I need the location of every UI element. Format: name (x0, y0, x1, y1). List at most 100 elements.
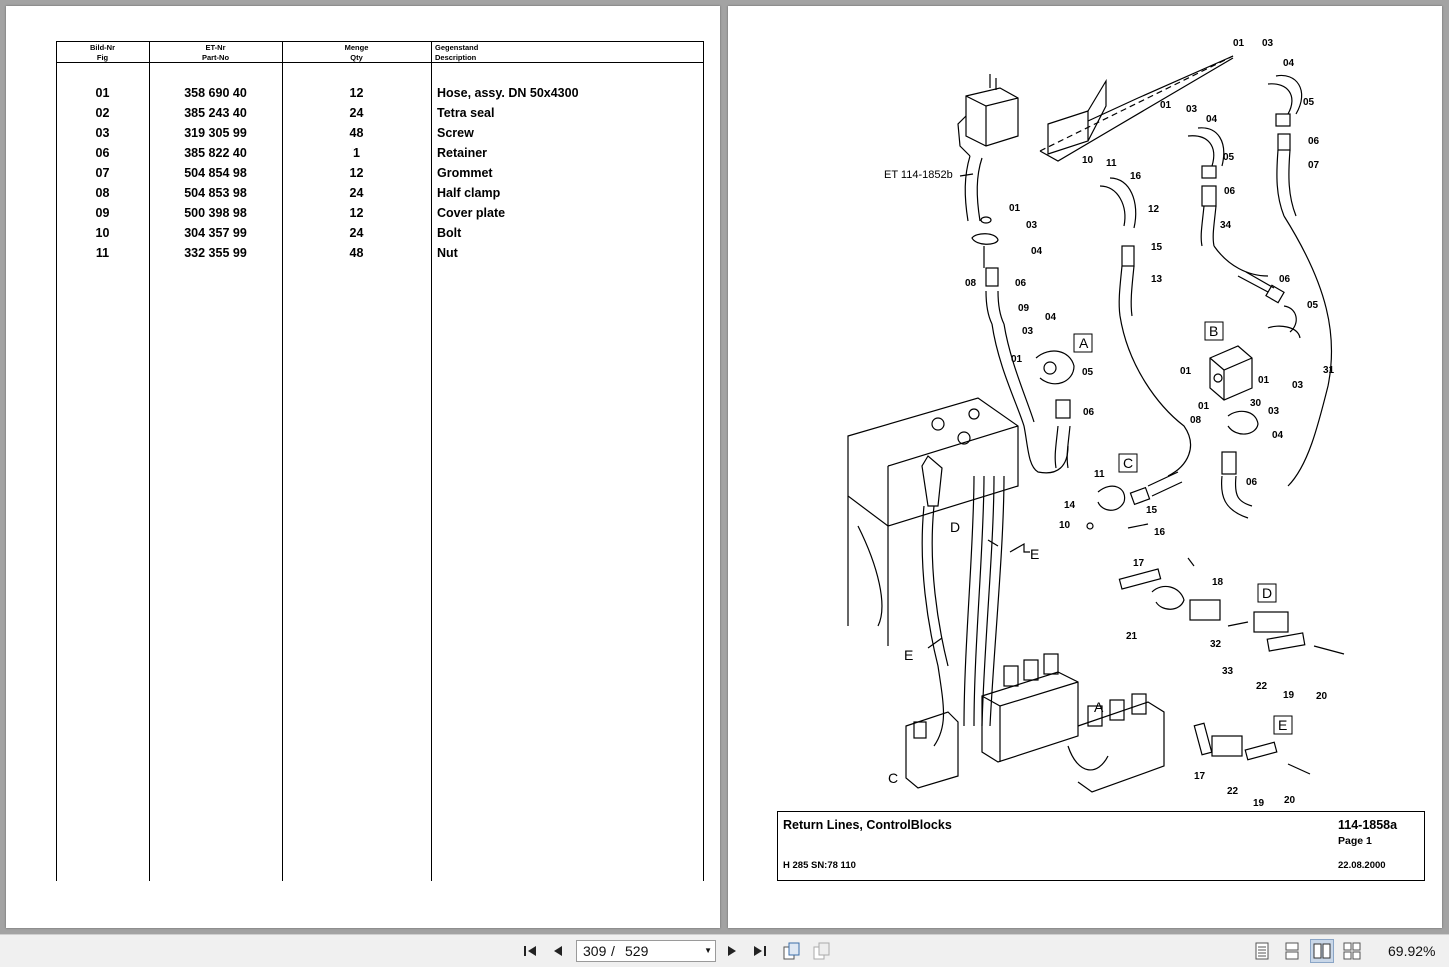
callout-number: 06 (1224, 186, 1236, 197)
callout-number: 22 (1227, 786, 1239, 797)
cell-desc: Cover plate (437, 206, 506, 220)
callout-number: 04 (1283, 58, 1295, 69)
title-block: Return Lines, ControlBlocks 114-1858a Pa… (777, 811, 1425, 881)
page-number-field[interactable]: 309 / 529 ▼ (576, 940, 716, 962)
cell-desc: Nut (437, 246, 458, 260)
rotate-alt-icon (813, 942, 830, 960)
cell-part: 319 305 99 (184, 126, 247, 140)
model-serial: H 285 SN:78 110 (783, 860, 856, 871)
continuous-view-button[interactable] (1280, 939, 1304, 963)
prev-page-button[interactable] (546, 939, 570, 963)
callout-number: 01 (1198, 401, 1210, 412)
callout-number: 11 (1106, 158, 1117, 169)
reference-label: ET 114-1852b (884, 169, 953, 181)
two-page-icon (1313, 943, 1331, 959)
callout-number: 01 (1009, 203, 1021, 214)
exploded-diagram: ET 114-1852b A B C D E A C D E E (847, 38, 1345, 809)
cell-desc: Hose, assy. DN 50x4300 (437, 86, 579, 100)
svg-text:B: B (1209, 323, 1218, 339)
cell-qty: 24 (349, 106, 364, 120)
callout-number: 32 (1210, 639, 1222, 650)
cell-desc: Half clamp (437, 186, 501, 200)
svg-text:A: A (1079, 335, 1089, 351)
svg-text:D: D (950, 519, 960, 535)
callout-number: 33 (1222, 666, 1234, 677)
table-row: 08 504 853 98 24 Half clamp (56, 183, 704, 203)
drawing-page: Page 1 (1338, 835, 1372, 847)
first-page-button[interactable] (518, 939, 542, 963)
callout-number: 04 (1031, 246, 1043, 257)
callout-number: 30 (1250, 398, 1262, 409)
cell-fig: 08 (95, 186, 110, 200)
last-page-button[interactable] (748, 939, 772, 963)
callout-number: 01 (1258, 375, 1270, 386)
two-page-continuous-view-button[interactable] (1340, 939, 1364, 963)
next-page-button[interactable] (720, 939, 744, 963)
callout-number: 04 (1206, 114, 1218, 125)
callout-number: 15 (1151, 242, 1163, 253)
svg-text:E: E (1278, 717, 1287, 733)
callout-number: 04 (1272, 430, 1284, 441)
callout-number: 05 (1307, 300, 1319, 311)
svg-text:A: A (1094, 699, 1104, 715)
drawing-number: 114-1858a (1338, 818, 1398, 832)
cell-part: 304 357 99 (184, 226, 247, 240)
cell-fig: 11 (95, 246, 110, 260)
rotate-button[interactable] (779, 939, 803, 963)
zoom-level[interactable]: 69.92% (1388, 943, 1436, 959)
cell-part: 385 243 40 (184, 106, 247, 120)
callout-number: 03 (1268, 406, 1280, 417)
cell-fig: 07 (95, 166, 110, 180)
callout-number: 06 (1279, 274, 1291, 285)
callout-number: 10 (1082, 155, 1094, 166)
callout-number: 01 (1011, 354, 1023, 365)
cell-qty: 48 (349, 246, 364, 260)
single-page-view-button[interactable] (1250, 939, 1274, 963)
chevron-down-icon[interactable]: ▼ (704, 946, 712, 955)
cell-qty: 24 (349, 186, 364, 200)
callout-number: 04 (1045, 312, 1057, 323)
two-page-view-button[interactable] (1310, 939, 1334, 963)
last-page-icon (754, 946, 766, 956)
callout-number: 03 (1186, 104, 1198, 115)
callout-number: 06 (1246, 477, 1258, 488)
callout-number: 09 (1018, 303, 1030, 314)
cell-fig: 01 (95, 86, 110, 100)
rotate-icon (783, 942, 800, 960)
callout-number: 12 (1148, 204, 1160, 215)
callout-number: 03 (1292, 380, 1304, 391)
callout-number: 16 (1130, 171, 1142, 182)
callout-number: 06 (1083, 407, 1095, 418)
next-page-icon (728, 946, 736, 956)
callout-number: 20 (1284, 795, 1296, 806)
callout-number: 19 (1253, 798, 1265, 809)
rotate-alt-button[interactable] (809, 939, 833, 963)
two-page-continuous-icon (1343, 942, 1361, 960)
cell-fig: 10 (95, 226, 110, 240)
cell-desc: Retainer (437, 146, 488, 160)
cell-part: 504 853 98 (184, 186, 247, 200)
callout-number: 22 (1256, 681, 1268, 692)
detail-letter-boxes: A B C D E (1073, 321, 1293, 735)
callout-number: 16 (1154, 527, 1166, 538)
cell-part: 385 822 40 (184, 146, 247, 160)
continuous-icon (1285, 942, 1299, 960)
prev-page-icon (554, 946, 562, 956)
viewer-toolbar: 309 / 529 ▼ 69.92% (0, 934, 1449, 967)
svg-text:D: D (1262, 585, 1272, 601)
cell-qty: 12 (349, 166, 364, 180)
first-page-icon (524, 946, 536, 956)
cell-fig: 09 (95, 206, 110, 220)
cell-qty: 24 (349, 226, 364, 240)
page-separator: / (611, 943, 615, 959)
callout-number: 14 (1064, 500, 1076, 511)
